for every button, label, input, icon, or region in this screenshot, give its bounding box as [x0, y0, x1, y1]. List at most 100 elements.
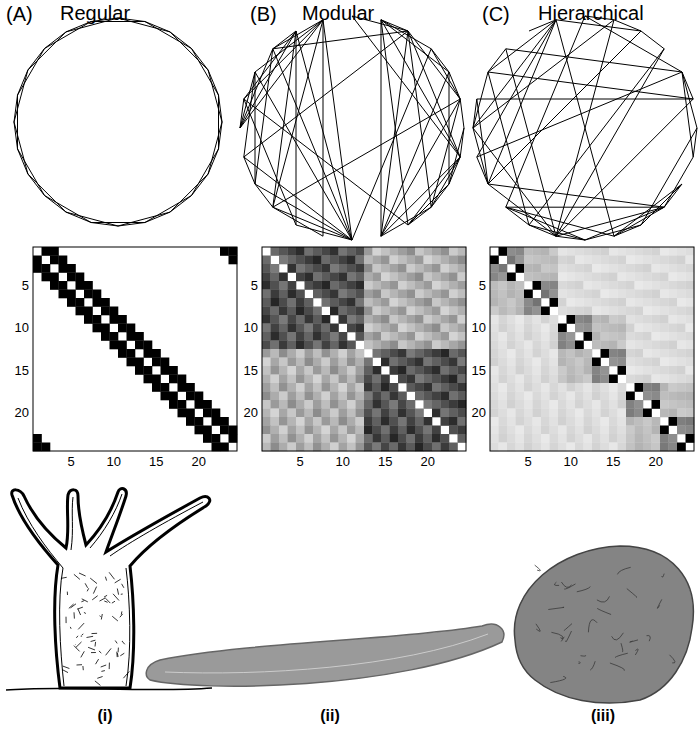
- matrix-cell: [279, 417, 288, 426]
- matrix-cell: [541, 443, 550, 452]
- graph-edge: [296, 31, 352, 240]
- matrix-cell: [390, 434, 399, 443]
- matrix-cell: [541, 256, 550, 265]
- matrix-cell: [449, 341, 458, 350]
- matrix-cell: [441, 434, 450, 443]
- matrix-cell: [643, 417, 652, 426]
- matrix-cell: [550, 290, 559, 299]
- axis-tick: 5: [297, 455, 304, 468]
- matrix-cell: [339, 383, 348, 392]
- matrix-cell: [313, 349, 322, 358]
- matrix-cell: [499, 417, 508, 426]
- matrix-cell: [373, 298, 382, 307]
- matrix-cell: [584, 417, 593, 426]
- matrix-cell: [575, 341, 584, 350]
- matrix-cell: [364, 281, 373, 290]
- matrix-cell: [499, 281, 508, 290]
- matrix-cell: [364, 324, 373, 333]
- matrix-cell: [567, 392, 576, 401]
- matrix-cell: [558, 375, 567, 384]
- matrix-cell: [643, 392, 652, 401]
- matrix-cell: [652, 332, 661, 341]
- matrix-cell: [533, 434, 542, 443]
- matrix-cell: [677, 443, 686, 452]
- matrix-cell: [101, 324, 110, 333]
- matrix-cell: [347, 307, 356, 316]
- brain-fold: [597, 596, 610, 602]
- matrix-cell: [677, 290, 686, 299]
- matrix-cell: [660, 315, 669, 324]
- matrix-cell: [313, 426, 322, 435]
- net-stroke: [78, 609, 81, 615]
- matrix-cell: [322, 383, 331, 392]
- matrix-cell: [288, 434, 297, 443]
- matrix-cell: [575, 273, 584, 282]
- matrix-cell: [490, 315, 499, 324]
- matrix-cell: [296, 273, 305, 282]
- matrix-cell: [541, 375, 550, 384]
- matrix-cell: [558, 417, 567, 426]
- matrix-cell: [296, 400, 305, 409]
- matrix-cell: [609, 341, 618, 350]
- graph-edge: [556, 49, 664, 236]
- matrix-cell: [271, 400, 280, 409]
- matrix-cell: [499, 324, 508, 333]
- matrix-cell: [626, 375, 635, 384]
- matrix-cell: [592, 417, 601, 426]
- matrix-cell: [660, 273, 669, 282]
- matrix-cell: [458, 290, 467, 299]
- matrix-cell: [524, 315, 533, 324]
- matrix-cell: [424, 417, 433, 426]
- matrix-cell: [67, 264, 76, 273]
- matrix-cell: [592, 341, 601, 350]
- matrix-cell: [490, 273, 499, 282]
- matrix-cell: [575, 383, 584, 392]
- matrix-cell: [686, 307, 695, 316]
- matrix-cell: [592, 358, 601, 367]
- matrix-cell: [626, 341, 635, 350]
- matrix-cell: [212, 417, 221, 426]
- matrix-cell: [203, 434, 212, 443]
- matrix-cell: [415, 409, 424, 418]
- brain-fold: [597, 608, 611, 614]
- matrix-cell: [322, 264, 331, 273]
- matrix-cell: [407, 324, 416, 333]
- brain-fold: [629, 640, 638, 642]
- matrix-cell: [279, 400, 288, 409]
- matrix-cell: [516, 298, 525, 307]
- graph-edge: [488, 20, 556, 72]
- matrix-cell: [373, 375, 382, 384]
- matrix-cell: [339, 298, 348, 307]
- matrix-cell: [381, 417, 390, 426]
- matrix-cell: [669, 341, 678, 350]
- matrix-cell: [305, 417, 314, 426]
- matrix-cell: [550, 247, 559, 256]
- matrix-cell: [262, 315, 271, 324]
- matrix-cell: [507, 417, 516, 426]
- matrix-cell: [135, 332, 144, 341]
- matrix-cell: [339, 443, 348, 452]
- matrix-cell: [558, 307, 567, 316]
- matrix-cell: [533, 256, 542, 265]
- graph-edge: [28, 174, 66, 212]
- matrix-cell: [652, 315, 661, 324]
- matrix-cell: [313, 400, 322, 409]
- matrix-cell: [330, 247, 339, 256]
- matrix-cell: [507, 281, 516, 290]
- matrix-cell: [458, 349, 467, 358]
- matrix-cell: [432, 264, 441, 273]
- matrix-cell: [686, 383, 695, 392]
- matrix-cell: [458, 417, 467, 426]
- matrix-cell: [364, 273, 373, 282]
- matrix-cell: [127, 358, 136, 367]
- matrix-cell: [432, 434, 441, 443]
- matrix-cell: [432, 307, 441, 316]
- matrix-cell: [541, 290, 550, 299]
- matrix-cell: [313, 307, 322, 316]
- axis-tick: 15: [472, 364, 486, 377]
- matrix-cell: [584, 409, 593, 418]
- matrix-cell: [322, 426, 331, 435]
- axis-tick: 10: [244, 321, 258, 334]
- matrix-cell: [390, 366, 399, 375]
- matrix-cell: [169, 375, 178, 384]
